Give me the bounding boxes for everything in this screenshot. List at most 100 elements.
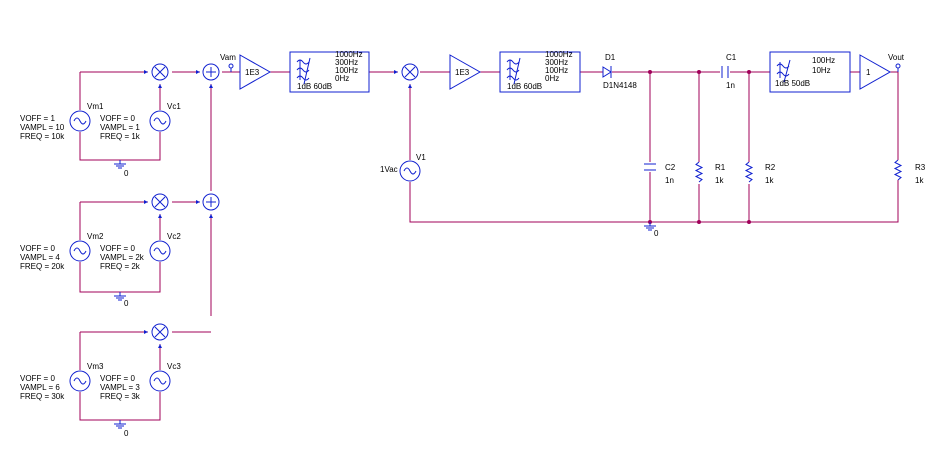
filter-1-attenuation: 1dB 60dB (297, 82, 332, 91)
gain-block-2[interactable]: 1E3 (449, 54, 482, 90)
gain-2-value: 1E3 (455, 68, 470, 77)
source-vm3[interactable] (69, 370, 91, 392)
gain-triangle-icon (449, 54, 482, 90)
resistor-icon (694, 161, 704, 183)
gain-block-3[interactable]: 1 (859, 54, 892, 90)
ground-1-label: 0 (124, 169, 129, 178)
sine-source-icon (149, 240, 171, 262)
ground-icon (114, 292, 126, 301)
summer-1[interactable] (202, 63, 220, 81)
filter-2-f2: 300Hz (545, 58, 568, 67)
vm3-vampl: VAMPL = 6 (20, 383, 60, 392)
gain-triangle-icon (239, 54, 272, 90)
c2-value: 1n (665, 176, 674, 185)
vc3-freq: FREQ = 3k (100, 392, 141, 401)
filter-1-f2: 300Hz (335, 58, 358, 67)
c1-name: C1 (726, 53, 737, 62)
ground-2-label: 0 (124, 299, 129, 308)
capacitor-c1[interactable]: C1 1n (721, 53, 737, 90)
vm1-name: Vm1 (87, 102, 104, 111)
ground-3[interactable]: 0 (114, 420, 129, 438)
multiplier-icon (401, 63, 419, 81)
gain-block-1[interactable]: 1E3 (239, 54, 272, 90)
filter-1-f4: 0Hz (335, 74, 349, 83)
vc2-voff: VOFF = 0 (100, 244, 135, 253)
vc1-voff: VOFF = 0 (100, 114, 135, 123)
capacitor-c2[interactable]: C2 1n (644, 163, 676, 185)
ground-1[interactable]: 0 (114, 160, 129, 178)
vout-label: Vout (888, 53, 905, 62)
multiplier-1[interactable] (151, 63, 169, 81)
r3-name: R3 (915, 163, 926, 172)
filter-icon (296, 57, 311, 85)
net-vam[interactable]: Vam (220, 53, 236, 72)
multiplier-icon (151, 193, 169, 211)
resistor-r3[interactable]: R3 1k (893, 159, 926, 185)
filter-box (289, 51, 370, 93)
wires (79, 71, 899, 421)
resistor-r2[interactable]: R2 1k (744, 161, 776, 185)
source-vm1[interactable] (69, 110, 91, 132)
signal-arrows (144, 70, 412, 348)
multiplier-icon (151, 63, 169, 81)
filter-block-2[interactable]: 1000Hz 300Hz 100Hz 0Hz 1dB 60dB (499, 50, 581, 93)
vc2-freq: FREQ = 2k (100, 262, 141, 271)
sine-source-icon (69, 370, 91, 392)
ground-icon (114, 420, 126, 429)
ground-icon (644, 222, 656, 231)
vm1-vampl: VAMPL = 10 (20, 123, 65, 132)
d1-name: D1 (605, 53, 616, 62)
vam-label: Vam (220, 53, 236, 62)
gain-1-value: 1E3 (245, 68, 260, 77)
vc2-name: Vc2 (167, 232, 181, 241)
filter-2-attenuation: 1dB 60dB (507, 82, 542, 91)
vc3-name: Vc3 (167, 362, 181, 371)
multiplier-3[interactable] (151, 323, 169, 341)
source-vm2[interactable] (69, 240, 91, 262)
r1-name: R1 (715, 163, 726, 172)
net-vout[interactable]: Vout (888, 53, 905, 72)
gain-triangle-icon (859, 54, 892, 90)
vm2-freq: FREQ = 20k (20, 262, 65, 271)
r1-value: 1k (715, 176, 724, 185)
vc3-voff: VOFF = 0 (100, 374, 135, 383)
diode-d1[interactable]: D1 D1N4148 (600, 53, 637, 90)
capacitor-icon (644, 163, 656, 171)
source-vc2[interactable] (149, 240, 171, 262)
multiplier-icon (151, 323, 169, 341)
filter-block-1[interactable]: 1000Hz 300Hz 100Hz 0Hz 1dB 60dB (289, 50, 370, 93)
filter-block-3[interactable]: 100Hz 10Hz 1dB 50dB (769, 51, 851, 93)
source-vc1[interactable] (149, 110, 171, 132)
vm3-freq: FREQ = 30k (20, 392, 65, 401)
filter-3-f2: 10Hz (812, 66, 831, 75)
resistor-r1[interactable]: R1 1k (694, 161, 726, 185)
source-v1[interactable] (399, 160, 421, 182)
vm3-name: Vm3 (87, 362, 104, 371)
filter-icon (776, 59, 791, 83)
multiplier-2[interactable] (151, 193, 169, 211)
sine-source-icon (149, 110, 171, 132)
sine-source-icon (399, 160, 421, 182)
vm2-name: Vm2 (87, 232, 104, 241)
filter-2-f1: 1000Hz (545, 50, 573, 59)
resistor-icon (893, 159, 903, 181)
filter-2-f3: 100Hz (545, 66, 568, 75)
net-marker-icon (895, 63, 901, 69)
v1-name: V1 (416, 153, 426, 162)
multiplier-4[interactable] (401, 63, 419, 81)
filter-box (769, 51, 851, 93)
summer-2[interactable] (202, 193, 220, 211)
source-vc3[interactable] (149, 370, 171, 392)
sine-source-icon (149, 370, 171, 392)
ground-2[interactable]: 0 (114, 292, 129, 308)
ground-4-label: 0 (654, 229, 659, 238)
filter-3-f1: 100Hz (812, 56, 835, 65)
vm1-voff: VOFF = 1 (20, 114, 55, 123)
filter-box (499, 51, 581, 93)
sine-source-icon (69, 110, 91, 132)
capacitor-icon (721, 66, 729, 78)
ground-4[interactable]: 0 (644, 222, 659, 238)
r2-value: 1k (765, 176, 774, 185)
filter-3-attenuation: 1dB 50dB (775, 79, 810, 88)
